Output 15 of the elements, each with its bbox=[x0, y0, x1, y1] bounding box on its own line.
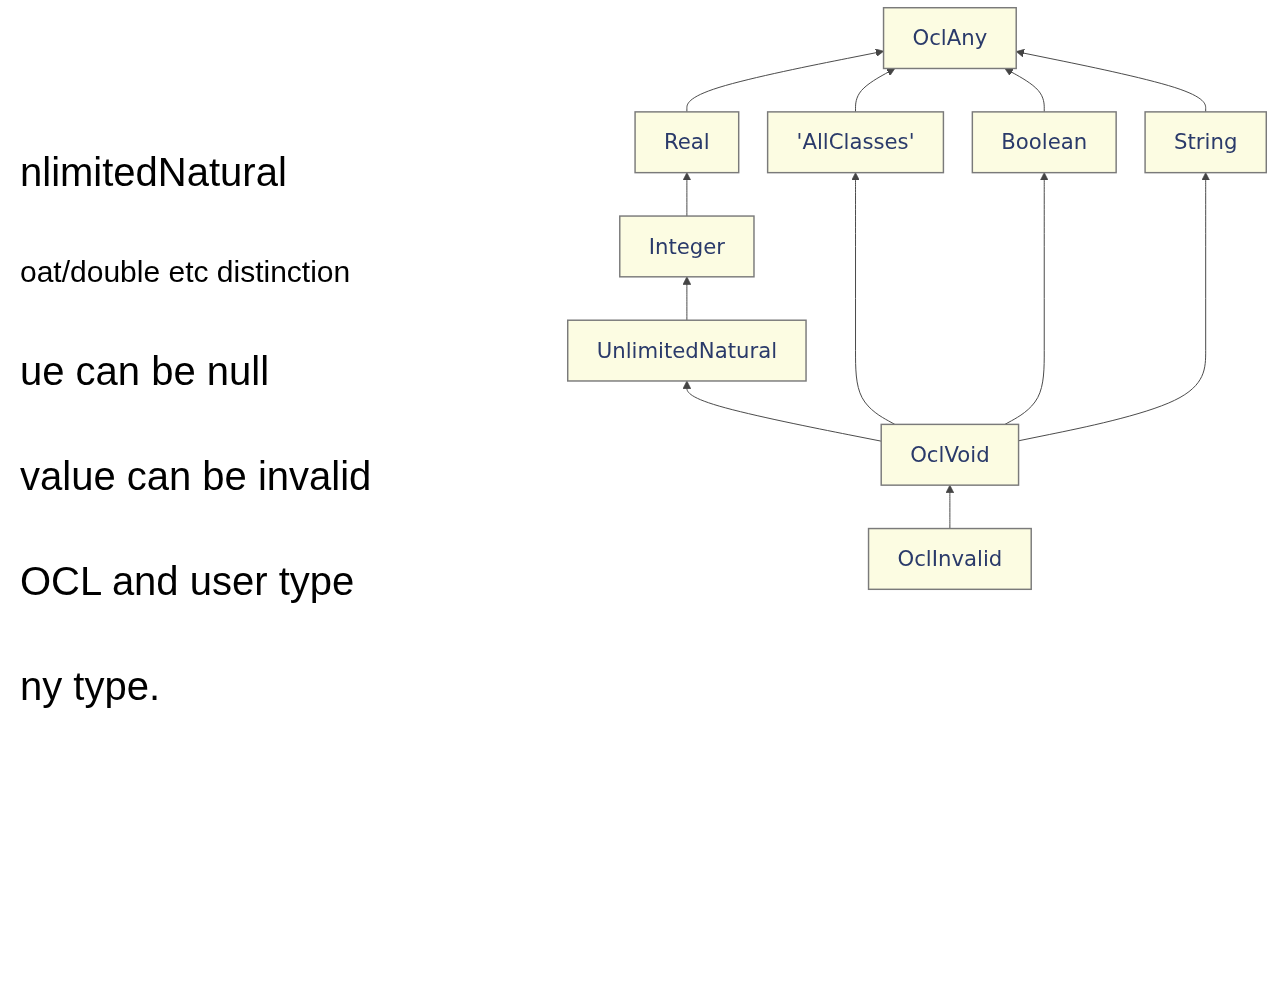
slide-text: value can be invalid bbox=[20, 454, 373, 499]
slide-text: oat/double etc distinction bbox=[20, 255, 352, 289]
slide-text: nlimitedNatural bbox=[20, 150, 288, 195]
node-box: UnlimitedNatural bbox=[567, 319, 807, 382]
node-box: Integer bbox=[619, 215, 755, 278]
node-box: Boolean bbox=[971, 111, 1117, 174]
node-box: String bbox=[1144, 111, 1267, 174]
node-box: Real bbox=[634, 111, 740, 174]
slide-text: ny type. bbox=[20, 664, 162, 709]
node-box: 'AllClasses' bbox=[766, 111, 945, 174]
slide-text: ue can be null bbox=[20, 349, 271, 394]
node-box: OclVoid bbox=[880, 423, 1020, 486]
slide-text: OCL and user type bbox=[20, 559, 356, 604]
node-box: OclAny bbox=[882, 7, 1017, 70]
node-box: OclInvalid bbox=[867, 527, 1032, 591]
